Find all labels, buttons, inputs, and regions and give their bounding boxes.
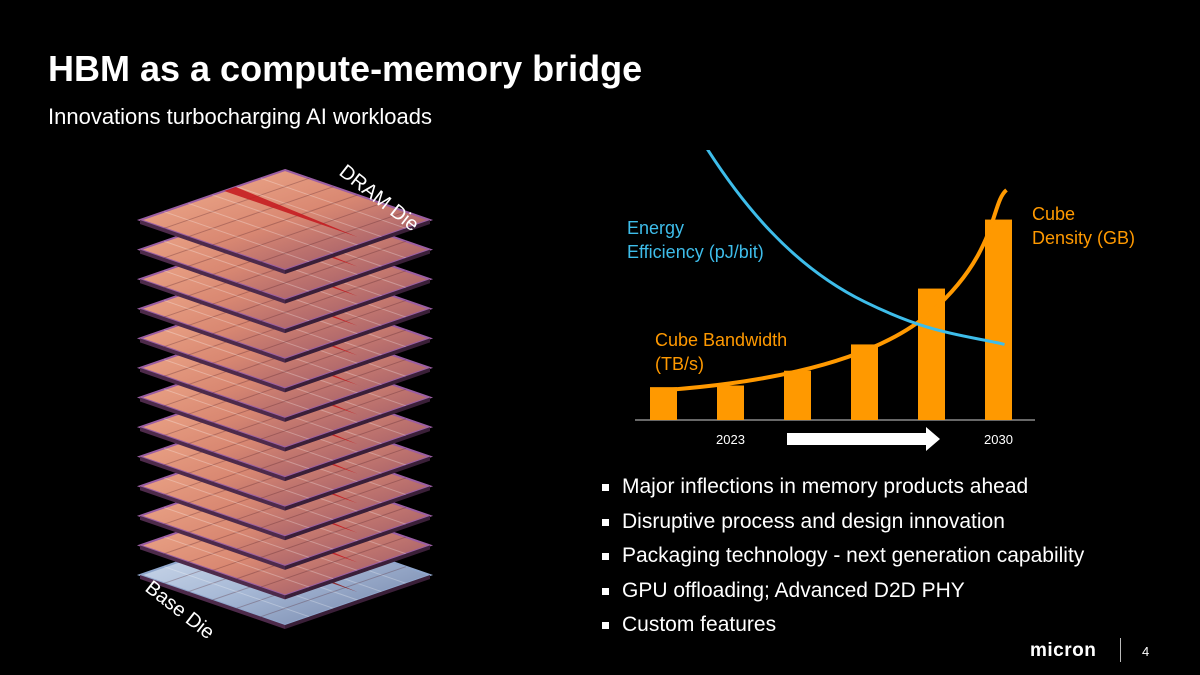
bullet-list: Major inflections in memory products ahe… [600, 470, 1084, 643]
efficiency-trend-curve [706, 150, 1005, 346]
bullet-item: Disruptive process and design innovation [600, 505, 1084, 540]
bullet-item: GPU offloading; Advanced D2D PHY [600, 574, 1084, 609]
bar-2 [717, 385, 744, 420]
bandwidth-label-line1: Cube Bandwidth [655, 330, 787, 350]
bullet-item: Packaging technology - next generation c… [600, 539, 1084, 574]
dram-die-layer [136, 168, 434, 274]
bullet-item: Custom features [600, 608, 1084, 643]
bar-6 [985, 219, 1012, 420]
bar-3 [784, 370, 811, 420]
slide-subtitle: Innovations turbocharging AI workloads [48, 104, 433, 129]
page-number: 4 [1142, 644, 1150, 659]
micron-logo: micron [1030, 640, 1097, 661]
efficiency-label-line1: Energy [627, 218, 684, 238]
x-tick-label: 2023 [716, 432, 745, 447]
bullet-item: Major inflections in memory products ahe… [600, 470, 1084, 505]
bar-1 [650, 387, 677, 420]
bar-4 [851, 344, 878, 420]
density-label-line2: Density (GB) [1032, 228, 1135, 248]
hbm-roadmap-chart: 2023 2030 Energy Efficiency (pJ/bit) Cube… [627, 150, 1135, 451]
hbm-stack-illustration: DRAM Die Base Die [136, 161, 434, 644]
x-tick-label: 2030 [984, 432, 1013, 447]
slide-title: HBM as a compute-memory bridge [48, 48, 643, 89]
time-arrow [787, 427, 940, 451]
bandwidth-label-line2: (TB/s) [655, 354, 704, 374]
density-label-line1: Cube [1032, 204, 1075, 224]
bar-5 [918, 288, 945, 420]
footer-divider [1120, 638, 1121, 662]
efficiency-label-line2: Efficiency (pJ/bit) [627, 242, 764, 262]
bandwidth-trend-curve [660, 188, 1008, 393]
